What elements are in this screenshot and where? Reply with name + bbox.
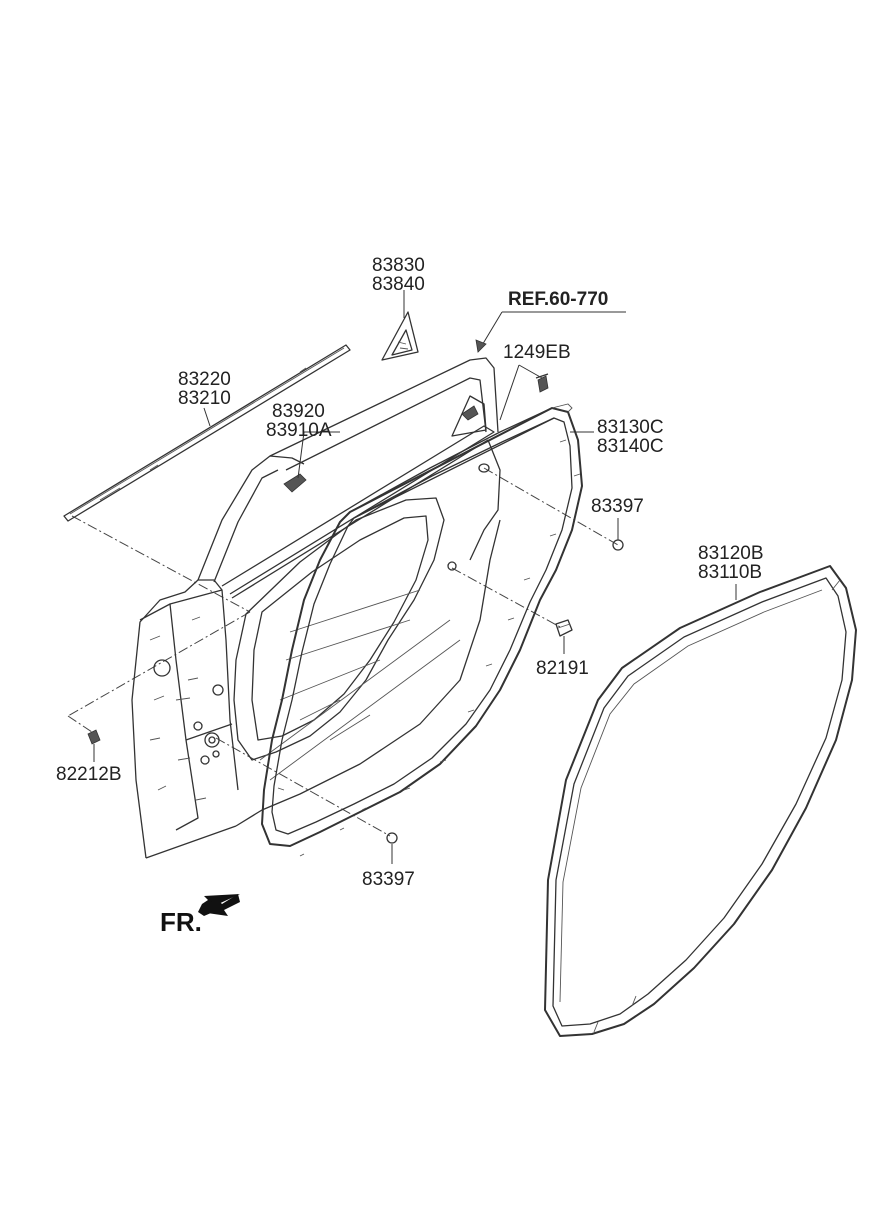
assembly-lines [67, 467, 619, 837]
label-1249eb: 1249EB [503, 342, 571, 363]
leader-lines [93, 290, 737, 864]
label-83920: 83920 [272, 401, 325, 422]
belt-moulding-strip [63, 344, 351, 522]
label-83120b: 83120B [698, 543, 764, 564]
label-front-direction: FR. [160, 907, 202, 937]
part-labels: 83830 83840 REF.60-770 1249EB 83220 8321… [56, 255, 764, 937]
front-arrow-icon [198, 894, 240, 916]
body-weatherstrip [544, 565, 857, 1037]
label-82212b: 82212B [56, 764, 122, 785]
label-82191: 82191 [536, 658, 589, 679]
label-ref-60-770: REF.60-770 [508, 289, 608, 310]
label-83910a: 83910A [266, 420, 332, 441]
door-weatherstrip [261, 403, 583, 857]
label-83210: 83210 [178, 388, 231, 409]
label-83830: 83830 [372, 255, 425, 276]
label-83110b: 83110B [698, 562, 762, 583]
delta-glass-run-part [381, 311, 419, 361]
label-83840: 83840 [372, 274, 425, 295]
label-83140c: 83140C [597, 436, 664, 457]
label-83130c: 83130C [597, 417, 664, 438]
label-83397-upper: 83397 [591, 496, 644, 517]
label-83397-lower: 83397 [362, 869, 415, 890]
small-parts [87, 373, 624, 844]
label-83220: 83220 [178, 369, 231, 390]
door-panel [131, 357, 501, 859]
